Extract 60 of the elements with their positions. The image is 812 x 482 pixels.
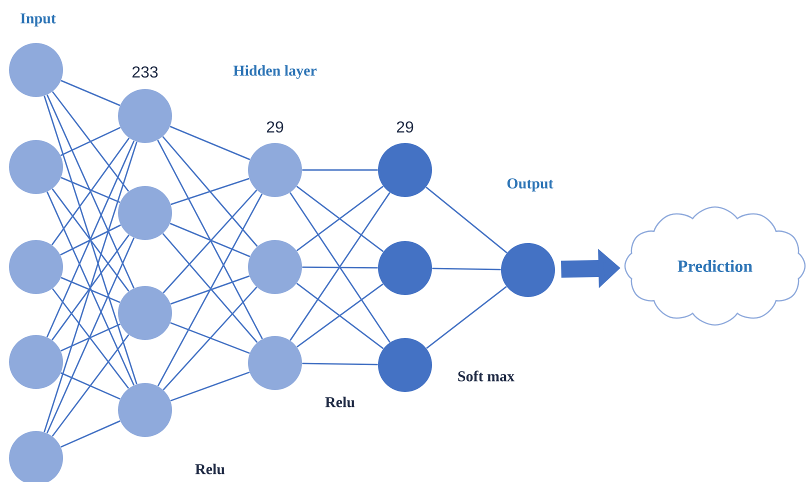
connection-line <box>46 140 135 338</box>
connection-line <box>170 275 250 305</box>
connection-line <box>170 178 250 206</box>
connection-line <box>426 286 507 349</box>
neuron-circle <box>378 143 432 197</box>
connection-line <box>426 186 508 254</box>
neuron-circle <box>9 240 63 294</box>
connection-line <box>60 176 120 204</box>
connection-line <box>170 322 250 354</box>
neuron-circle <box>248 240 302 294</box>
layer-label: Hidden layer <box>233 65 317 79</box>
neuron-circle <box>118 286 172 340</box>
connection-line <box>162 190 258 294</box>
neuron-circle <box>248 143 302 197</box>
neuron-circle <box>9 334 63 389</box>
connection-line <box>52 91 130 192</box>
connection-line <box>46 238 135 434</box>
connection-line <box>170 372 250 402</box>
connection-line <box>60 324 120 352</box>
connection-line <box>162 286 258 390</box>
neuron-circle <box>378 338 432 392</box>
layer-label: Relu <box>325 396 355 408</box>
connection-line <box>52 334 130 437</box>
layer-label: Relu <box>195 464 225 474</box>
connection-line <box>162 136 258 247</box>
neuron-circle <box>118 89 172 143</box>
connection-line <box>302 169 378 171</box>
connection-line <box>46 94 135 288</box>
connection-line <box>170 222 250 258</box>
layer-label: Input <box>20 14 56 26</box>
connection-line <box>157 194 263 386</box>
connection-line <box>44 96 138 384</box>
neuron-circle <box>118 186 172 240</box>
connection-line <box>60 80 120 106</box>
prediction-cloud: Prediction <box>624 206 806 326</box>
connection-line <box>162 233 258 343</box>
neuron-circle <box>9 43 63 97</box>
connection-line <box>60 276 120 304</box>
connection-line <box>52 188 130 292</box>
connection-line <box>52 288 130 389</box>
neuron-circle <box>9 140 63 194</box>
connection-line <box>170 126 250 160</box>
layer-label: Soft max <box>458 370 514 382</box>
neuron-circle <box>118 383 172 437</box>
connection-line <box>302 362 378 366</box>
neuron-circle <box>378 241 432 295</box>
connection-line <box>60 224 121 256</box>
neuron-circle <box>501 243 555 297</box>
connection-line <box>302 266 378 268</box>
connection-line <box>60 372 120 400</box>
connection-line <box>432 268 501 270</box>
connection-line <box>60 126 121 156</box>
neuron-circle <box>248 336 302 390</box>
connection-line <box>60 420 120 448</box>
layer-label: Output <box>507 178 554 192</box>
connection-line <box>44 142 138 432</box>
connection-line <box>52 234 130 340</box>
connection-line <box>51 138 130 246</box>
connection-line <box>157 140 263 340</box>
connection-line <box>46 192 135 386</box>
